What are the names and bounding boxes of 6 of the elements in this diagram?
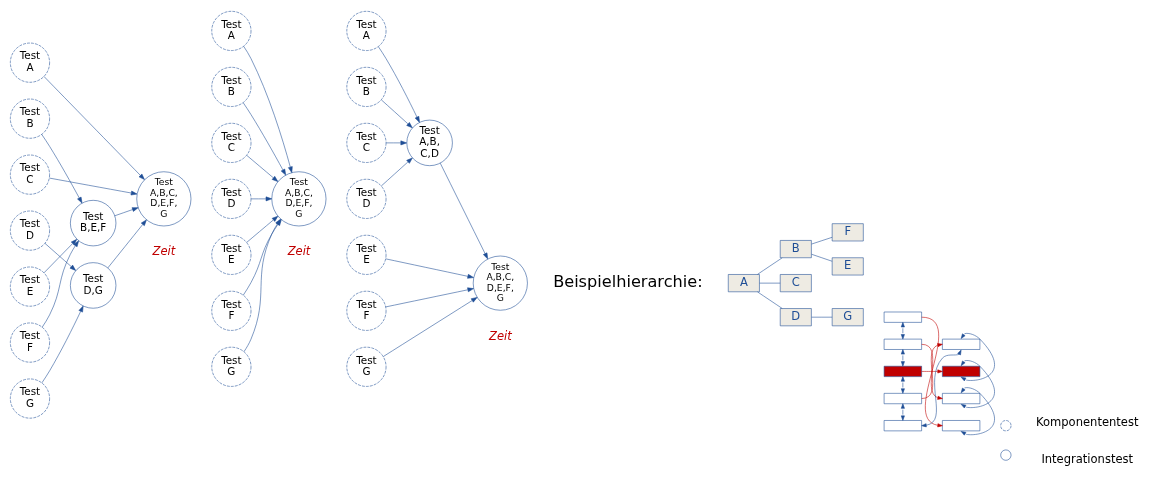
label: Zeit: [489, 328, 512, 343]
label: Zeit: [152, 244, 176, 259]
legend-label: Komponententest: [1036, 414, 1139, 429]
legend-label: Integrationstest: [1041, 452, 1134, 467]
label: Zeit: [287, 244, 311, 259]
label: Beispielhierarchie:: [553, 272, 703, 292]
